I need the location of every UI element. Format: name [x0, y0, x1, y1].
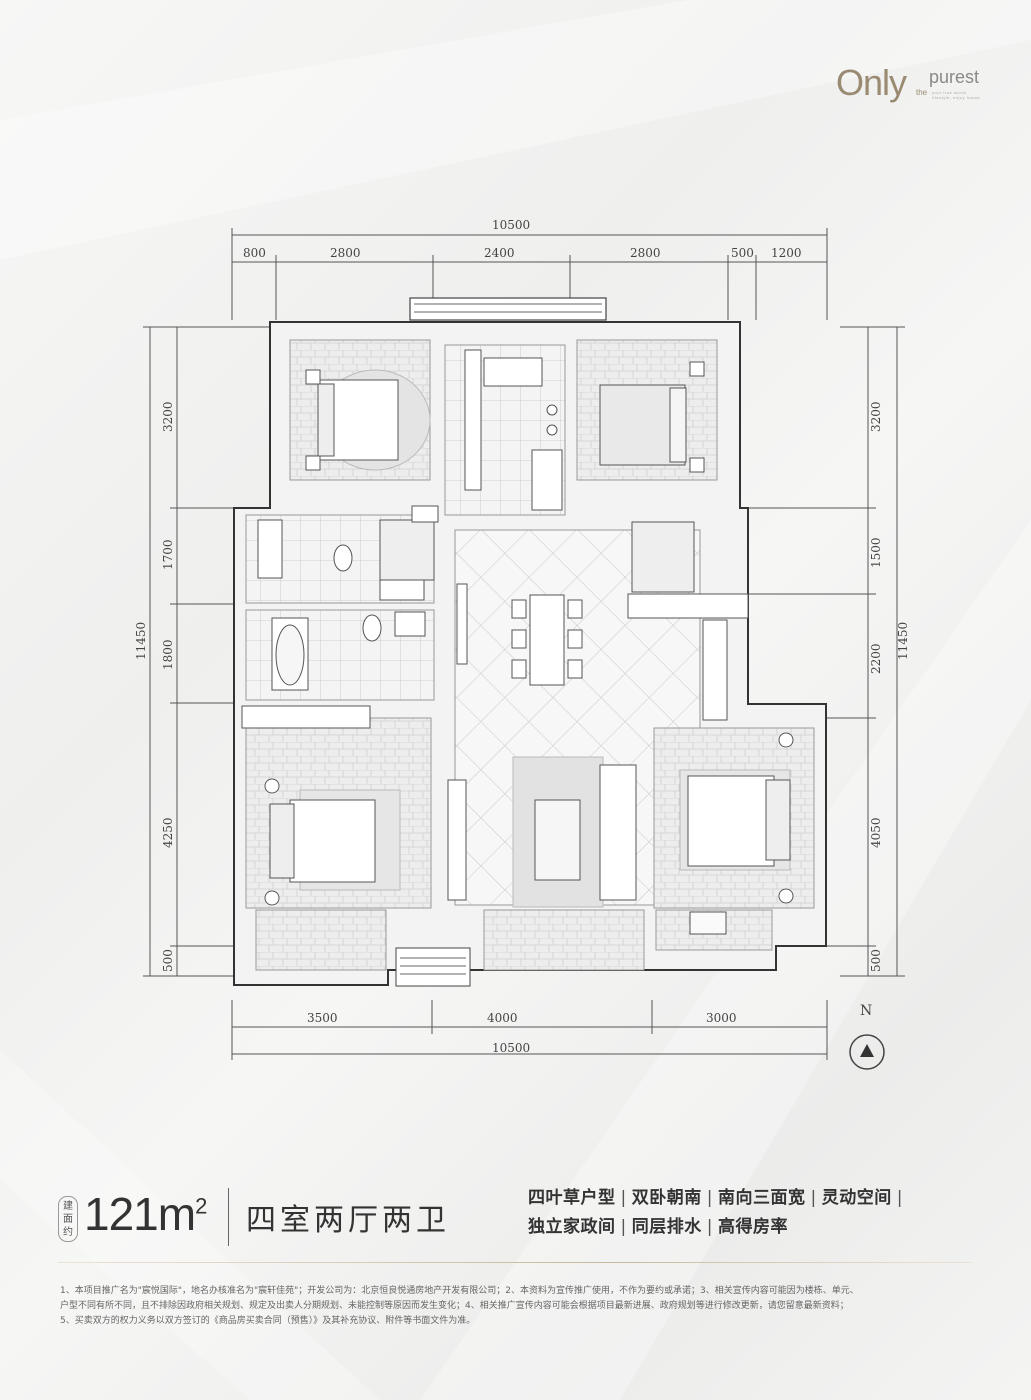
- compass: N: [848, 1003, 888, 1073]
- area-value: 121m2: [84, 1187, 207, 1241]
- dim-top-seg: 500: [731, 246, 754, 260]
- dim-bottom-seg: 3000: [706, 1011, 737, 1025]
- disclaimer-line: 5、买卖双方的权力义务以双方签订的《商品房买卖合同（预售）》及其补充协议、附件等…: [60, 1316, 476, 1326]
- area-number: 121m: [84, 1188, 196, 1240]
- area-unit-sup: 2: [195, 1193, 207, 1219]
- feature-item: 高得房率: [717, 1217, 788, 1237]
- feature-separator: |: [896, 1188, 903, 1208]
- feature-item: 南向三面宽: [717, 1188, 806, 1208]
- dim-top-seg: 800: [243, 246, 266, 260]
- feature-item: 双卧朝南: [631, 1188, 702, 1208]
- dim-left-seg: 500: [161, 949, 175, 972]
- brand-only: Only: [836, 62, 907, 103]
- feature-list: 四叶草户型|双卧朝南|南向三面宽|灵动空间| 独立家政间|同层排水|高得房率: [528, 1184, 988, 1242]
- dim-top-seg: 2400: [484, 246, 515, 260]
- brand-purest: purest: [929, 67, 980, 87]
- feature-separator: |: [620, 1217, 627, 1237]
- feature-item: 同层排水: [631, 1217, 702, 1237]
- divider: [228, 1188, 229, 1246]
- dim-left-seg: 1700: [161, 539, 175, 570]
- area-badge: 建面约: [58, 1196, 78, 1242]
- dim-bottom-total: 10500: [492, 1041, 530, 1055]
- disclaimer: 1、本项目推广名为"宸悦国际"，地名办核准名为"宸轩佳苑"；开发公司为：北京恒良…: [60, 1284, 980, 1329]
- floor-plan: 10500 800 2800 2400 2800 500 1200 3500 4…: [134, 218, 910, 1060]
- dim-right-seg: 500: [869, 949, 883, 972]
- dim-right-total: 11450: [896, 622, 910, 660]
- dim-left-total: 11450: [134, 622, 148, 660]
- disclaimer-line: 户型不同有所不同，且不排除因政府相关规划、规定及出卖人分期规划、未能控制等原因而…: [60, 1301, 849, 1311]
- brand-logo: Only the purest your true world, lifesty…: [836, 62, 986, 112]
- feature-item: 独立家政间: [528, 1217, 616, 1237]
- dim-left-seg: 1800: [161, 639, 175, 670]
- dim-top-seg: 2800: [630, 246, 661, 260]
- feature-separator: |: [810, 1188, 817, 1208]
- dimension-lines: [143, 228, 905, 1060]
- layout-name: 四室两厅两卫: [246, 1203, 450, 1238]
- dim-top-seg: 1200: [771, 246, 802, 260]
- dim-left-seg: 3200: [161, 401, 175, 432]
- balcony-sw: [255, 909, 387, 971]
- dim-right-seg: 4050: [869, 817, 883, 848]
- dim-right-seg: 3200: [869, 401, 883, 432]
- dim-right-seg: 2200: [869, 643, 883, 674]
- dim-right-seg: 1500: [869, 537, 883, 568]
- feature-row-2: 独立家政间|同层排水|高得房率: [528, 1213, 988, 1242]
- dim-bottom-seg: 4000: [487, 1011, 518, 1025]
- feature-item: 四叶草户型: [528, 1188, 616, 1208]
- brand-tagline: your true world, lifestyle, enjoy house: [932, 90, 981, 100]
- feature-item: 灵动空间: [821, 1188, 892, 1208]
- balcony-s: [483, 909, 645, 971]
- dim-top-total: 10500: [492, 218, 530, 232]
- compass-arrow-icon: [849, 1034, 885, 1070]
- dim-bottom-seg: 3500: [307, 1011, 338, 1025]
- dim-top-seg: 2800: [330, 246, 361, 260]
- feature-row-1: 四叶草户型|双卧朝南|南向三面宽|灵动空间|: [528, 1184, 988, 1213]
- brand-the: the: [916, 88, 928, 97]
- dim-left-seg: 4250: [161, 817, 175, 848]
- feature-separator: |: [706, 1217, 713, 1237]
- dimension-labels: 10500 800 2800 2400 2800 500 1200 3500 4…: [134, 218, 910, 1055]
- disclaimer-line: 1、本项目推广名为"宸悦国际"，地名办核准名为"宸轩佳苑"；开发公司为：北京恒良…: [60, 1286, 859, 1296]
- furniture: [241, 349, 794, 935]
- feature-separator: |: [706, 1188, 713, 1208]
- gold-rule: [58, 1262, 973, 1263]
- compass-north-label: N: [860, 1003, 873, 1019]
- feature-separator: |: [620, 1188, 627, 1208]
